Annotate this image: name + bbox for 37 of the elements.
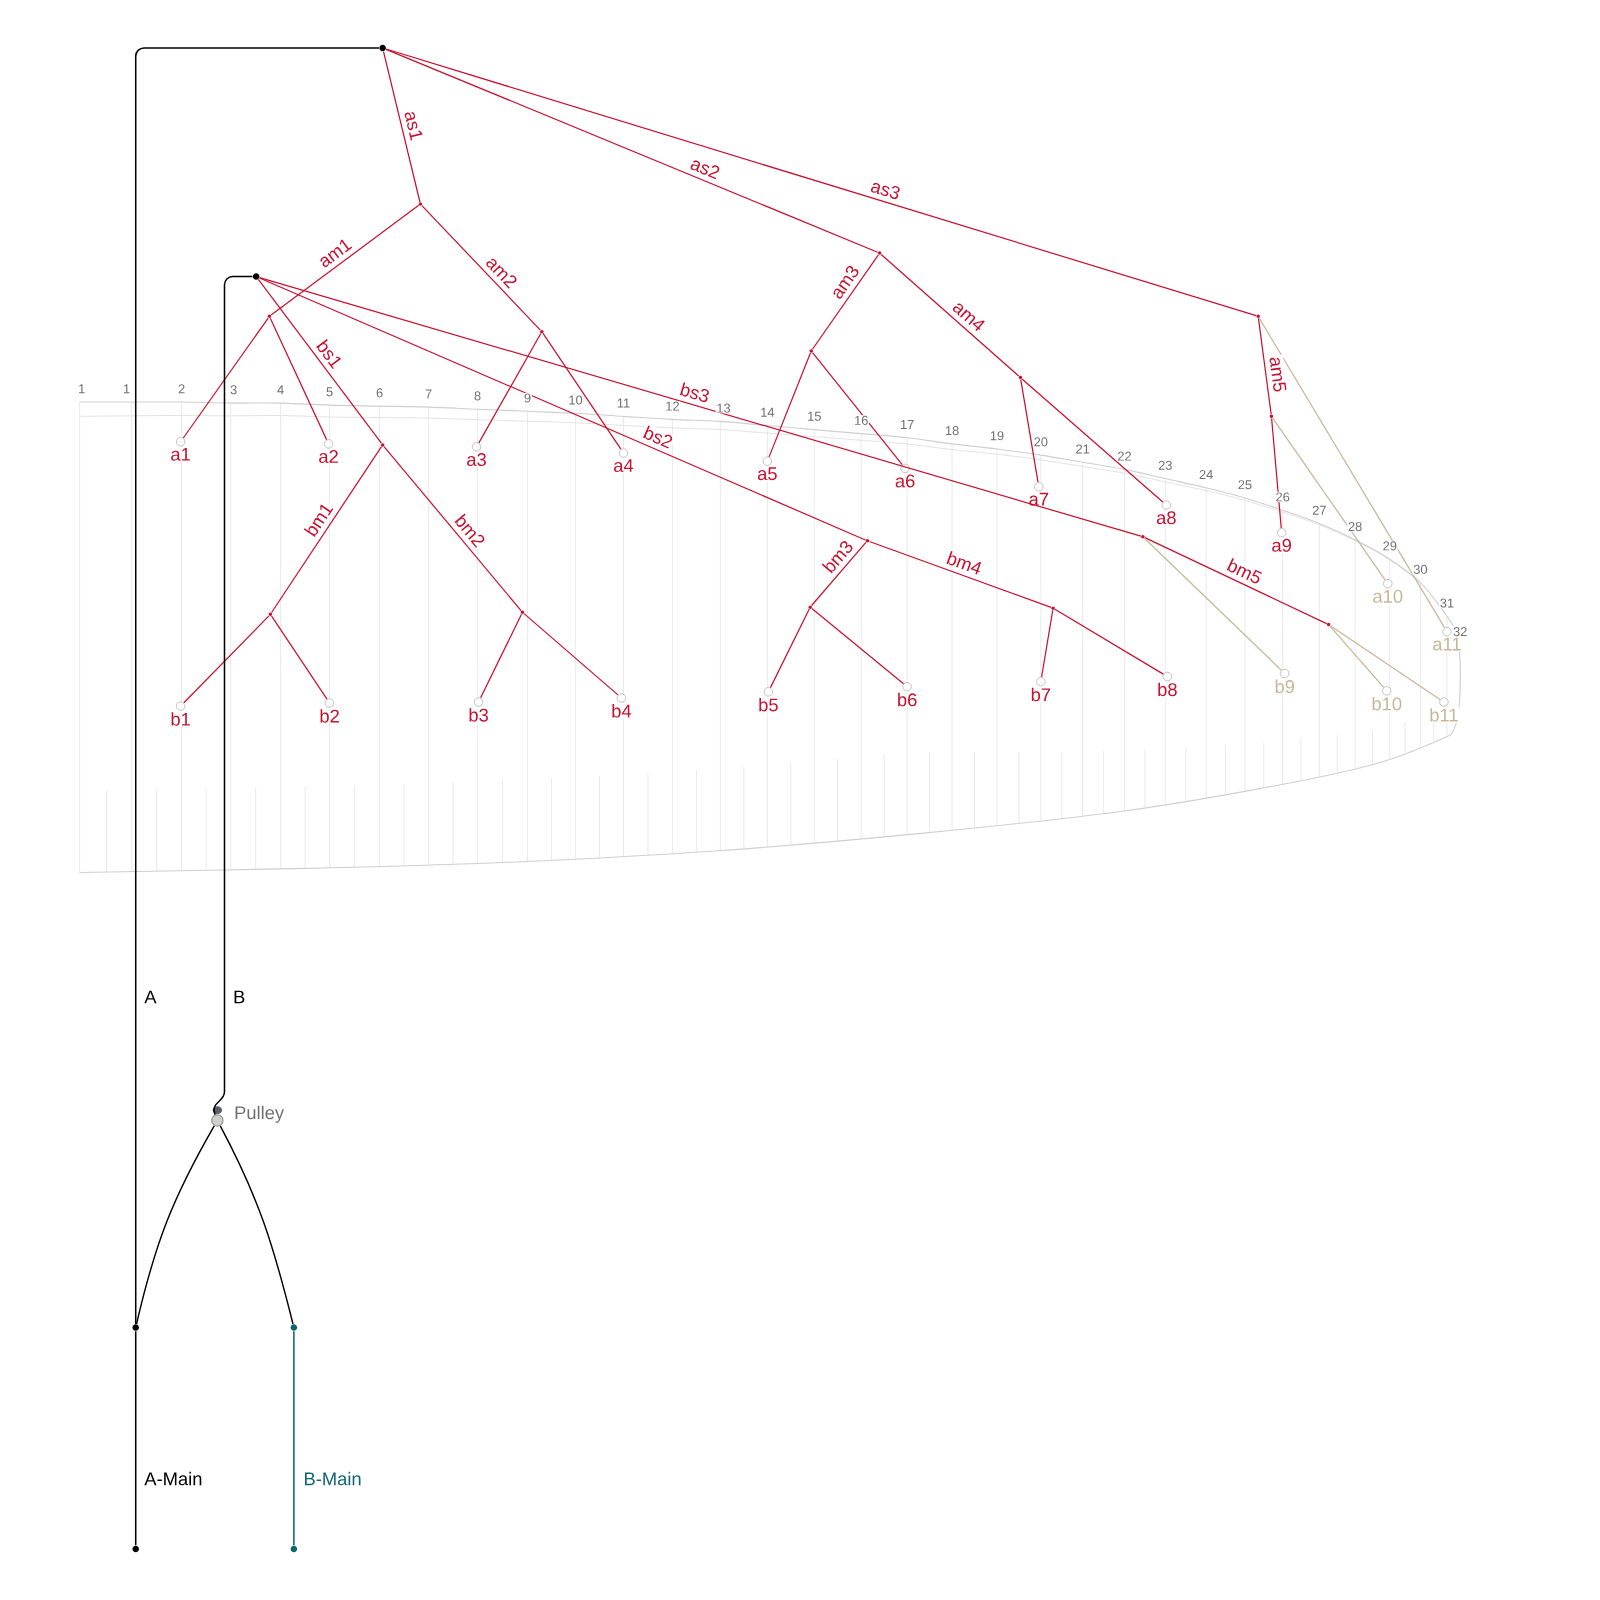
rib-number: 3 bbox=[229, 384, 238, 395]
bridle-line bbox=[1257, 317, 1272, 415]
rib-number: 5 bbox=[325, 386, 334, 397]
rib-number: 2 bbox=[177, 383, 186, 394]
bridle-line bbox=[880, 253, 1020, 377]
line-label: A bbox=[144, 990, 157, 1004]
rib-number: 6 bbox=[375, 387, 384, 399]
rib-number: 1 bbox=[122, 383, 131, 394]
edge-label: as2 bbox=[687, 155, 723, 182]
rib-number: 8 bbox=[473, 390, 482, 402]
rib-number: 4 bbox=[276, 384, 285, 395]
rope-line bbox=[135, 1125, 215, 1325]
rope-line bbox=[134, 1330, 137, 1547]
bridle-line bbox=[385, 48, 879, 253]
bridle-line bbox=[270, 204, 420, 316]
pulley bbox=[211, 1106, 224, 1127]
edge-label: am5 bbox=[1268, 354, 1288, 395]
edge-label: am1 bbox=[315, 235, 355, 271]
bridle-line bbox=[811, 254, 879, 350]
rib-number: 9 bbox=[523, 392, 532, 404]
rib-number: 1 bbox=[77, 383, 86, 394]
line-label: B-Main bbox=[305, 1471, 361, 1486]
line-label: B bbox=[234, 990, 245, 1004]
bridle-line bbox=[382, 50, 421, 203]
bridle-line bbox=[385, 48, 1257, 317]
edge-label: am4 bbox=[949, 298, 988, 335]
rope-line bbox=[293, 1330, 295, 1547]
edge-label: am2 bbox=[483, 253, 521, 291]
edge-label: as3 bbox=[868, 177, 903, 202]
pulley-label: Pulley bbox=[235, 1105, 285, 1123]
line-label: A-Main bbox=[144, 1471, 202, 1486]
edge-label: as1 bbox=[402, 108, 425, 143]
bridle-line bbox=[421, 205, 541, 331]
rope-line bbox=[219, 1125, 294, 1325]
edge-label: bs1 bbox=[313, 336, 346, 372]
rib-number: 7 bbox=[424, 388, 433, 399]
bridle-line bbox=[257, 278, 382, 444]
